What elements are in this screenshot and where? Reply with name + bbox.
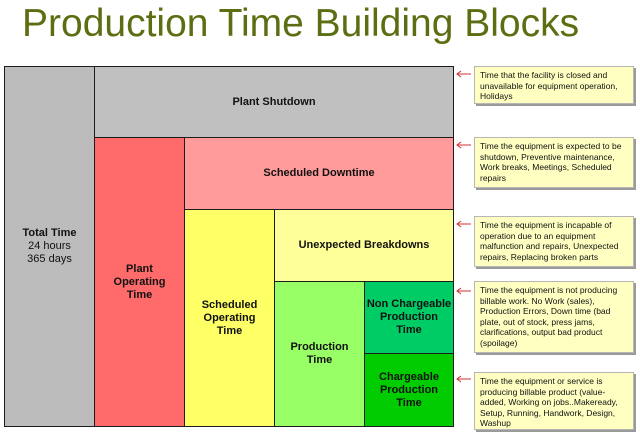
arrow-left-icon bbox=[456, 375, 471, 383]
chargeable-label-1: Chargeable bbox=[379, 370, 439, 383]
non-chargeable-label-1: Non Chargeable bbox=[366, 298, 452, 310]
block-scheduled-downtime: Scheduled Downtime bbox=[184, 137, 454, 210]
plant-operating-label-1: Plant bbox=[126, 262, 153, 275]
note-scheduled-downtime: Time the equipment is expected to be shu… bbox=[474, 137, 634, 188]
block-chargeable-production-time: Chargeable Production Time bbox=[364, 353, 454, 427]
production-time-label-1: Production bbox=[290, 341, 349, 353]
production-time-label-2: Time bbox=[306, 354, 333, 366]
block-scheduled-operating-time: Scheduled Operating Time bbox=[184, 209, 275, 427]
note-chargeable: Time the equipment or service is produci… bbox=[474, 372, 634, 430]
total-time-days: 365 days bbox=[27, 253, 72, 265]
page-title: Production Time Building Blocks bbox=[22, 2, 580, 45]
arrow-left-icon bbox=[456, 141, 471, 149]
total-time-hours: 24 hours bbox=[28, 240, 71, 252]
plant-operating-label-3: Time bbox=[126, 288, 153, 301]
block-plant-shutdown: Plant Shutdown bbox=[94, 66, 454, 138]
block-unexpected-breakdowns: Unexpected Breakdowns bbox=[274, 209, 454, 282]
scheduled-operating-label-2: Operating bbox=[203, 311, 256, 324]
block-non-chargeable-production-time: Non Chargeable Production Time bbox=[364, 281, 454, 354]
chargeable-label-3: Time bbox=[396, 396, 422, 409]
non-chargeable-label-2: Production bbox=[379, 311, 439, 323]
scheduled-downtime-label: Scheduled Downtime bbox=[263, 167, 375, 179]
scheduled-operating-label-1: Scheduled bbox=[201, 298, 258, 311]
total-time-label: Total Time bbox=[22, 227, 77, 239]
plant-shutdown-label: Plant Shutdown bbox=[232, 95, 316, 108]
note-unexpected-breakdowns: Time the equipment is incapable of opera… bbox=[474, 216, 634, 267]
note-non-chargeable: Time the equipment is not producing bill… bbox=[474, 281, 634, 353]
arrow-left-icon bbox=[456, 220, 471, 228]
unexpected-breakdowns-label: Unexpected Breakdowns bbox=[298, 239, 430, 251]
chargeable-label-2: Production bbox=[379, 383, 439, 396]
note-plant-shutdown: Time that the facility is closed and una… bbox=[474, 66, 634, 104]
arrow-left-icon bbox=[456, 70, 471, 78]
block-total-time: Total Time 24 hours 365 days bbox=[4, 66, 95, 427]
non-chargeable-label-3: Time bbox=[396, 324, 422, 336]
scheduled-operating-label-3: Time bbox=[216, 324, 243, 337]
block-plant-operating-time: Plant Operating Time bbox=[94, 137, 185, 427]
block-production-time: Production Time bbox=[274, 281, 365, 427]
arrow-left-icon bbox=[456, 287, 471, 295]
plant-operating-label-2: Operating bbox=[113, 275, 166, 288]
